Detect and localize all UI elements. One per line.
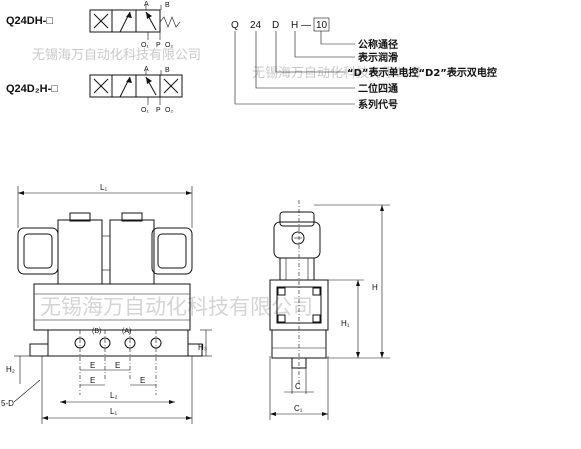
port-a-label-2: A	[144, 66, 149, 73]
dim-holes: 5-D	[1, 399, 14, 408]
front-view: L₁ (B) (A)	[1, 183, 212, 424]
dim-e1: E	[90, 361, 95, 370]
legend-series: 系列代号	[358, 98, 398, 111]
dim-h3: H₃	[198, 343, 207, 352]
port-p-label-2: P	[156, 107, 161, 114]
legend-lubricated: 表示润滑	[357, 51, 398, 64]
dim-c: C	[295, 382, 301, 391]
symbol-double: A B O₁ P O₂	[89, 66, 183, 114]
code-size: 10	[316, 20, 328, 31]
dim-e4: E	[140, 376, 145, 385]
dim-l2: L₂	[110, 391, 118, 400]
dim-h1: H₁	[341, 319, 350, 328]
dim-port-a: (A)	[122, 328, 131, 335]
port-a-label: A	[144, 1, 149, 8]
dim-l1-top: L₁	[100, 183, 107, 192]
port-o2-label-2: O₂	[165, 107, 173, 114]
port-b-label: B	[165, 2, 170, 9]
code-24: 24	[250, 20, 262, 31]
code-dash: —	[301, 20, 311, 31]
legend-two-position: 二位四通	[358, 82, 398, 95]
port-o1-label-2: O₁	[141, 107, 149, 114]
side-view: C C₁ H H₁	[269, 200, 390, 420]
model-code-legend: Q 24 D H — 10 公称通径 表示润滑 “D”表示单电控“D2”表示双电…	[231, 17, 497, 111]
code-d: D	[272, 20, 279, 31]
dim-c1: C₁	[294, 404, 303, 413]
watermark-top-right: 无锡海万自动化科技有限公司	[252, 66, 421, 81]
model-double: Q24D₂H-□	[6, 83, 58, 95]
legend-bore: 公称通径	[358, 38, 398, 51]
dim-e2: E	[115, 361, 120, 370]
dim-h: H	[372, 283, 378, 292]
model-single: Q24DH-□	[6, 15, 53, 27]
port-p-label: P	[156, 42, 161, 49]
symbol-single: A B O₁ P O₂	[89, 1, 181, 49]
watermark-top-left: 无锡海万自动化科技有限公司	[32, 48, 201, 63]
port-o1-label: O₁	[141, 42, 149, 49]
dim-h2: H₂	[6, 365, 15, 374]
port-o2-label: O₂	[165, 42, 173, 49]
dim-l1-bottom: L₁	[110, 407, 117, 416]
dim-port-b: (B)	[92, 328, 101, 335]
code-h: H	[291, 20, 298, 31]
code-q: Q	[231, 20, 239, 31]
legend-control: “D”表示单电控“D2”表示双电控	[347, 66, 497, 79]
port-b-label-2: B	[165, 67, 170, 74]
watermark-main: 无锡海万自动化科技有限公司	[40, 295, 313, 319]
dim-e3: E	[90, 376, 95, 385]
